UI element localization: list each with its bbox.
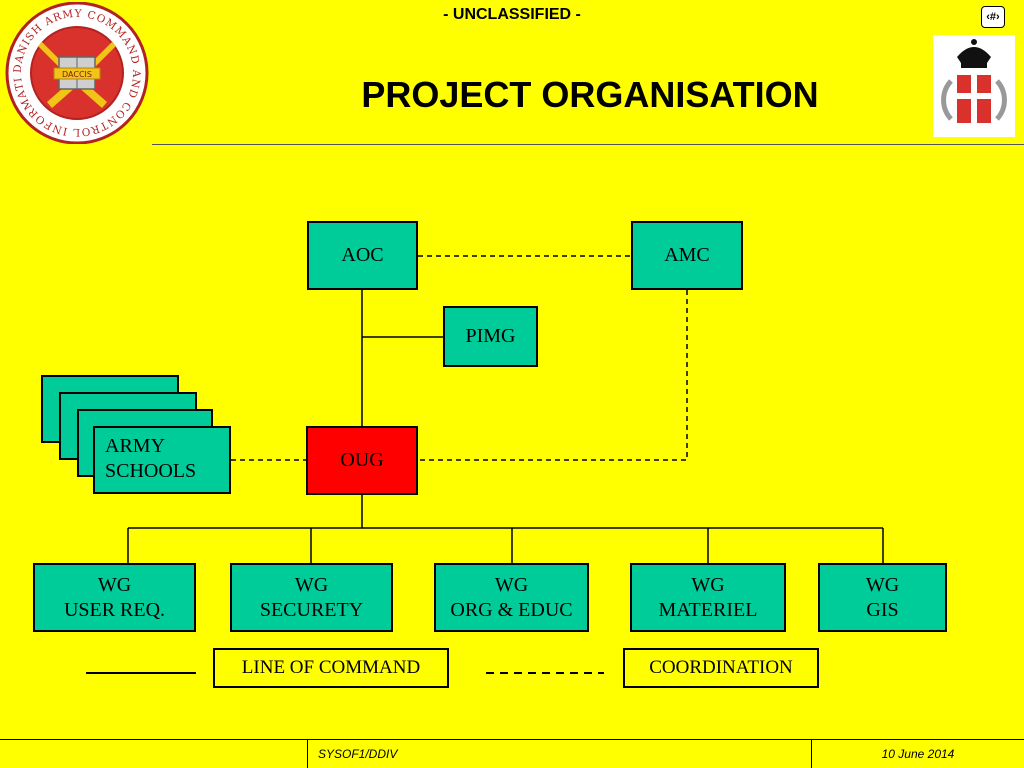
pimg-box: PIMG (443, 306, 538, 367)
footer-reference: SYSOF1/DDIV (318, 747, 398, 761)
daccis-seal-logo: DANISH ARMY COMMAND AND CONTROL INFORMAT… (2, 2, 149, 144)
amc-box: AMC (631, 221, 743, 290)
danish-defence-crown-logo (933, 35, 1015, 137)
page-title: PROJECT ORGANISATION (361, 74, 819, 115)
amc-oug-coordination-line (418, 290, 688, 461)
footer-right-cell: 10 June 2014 (811, 740, 1024, 768)
aoc-box: AOC (307, 221, 418, 290)
classification-label: - UNCLASSIFIED - (443, 6, 581, 23)
title-divider (152, 144, 1024, 145)
wg-securety-box: WG SECURETY (230, 563, 393, 632)
oug-box: OUG (306, 426, 418, 495)
legend-coordination: COORDINATION (623, 648, 819, 688)
legend-line-of-command-label: LINE OF COMMAND (241, 657, 421, 678)
footer-date: 10 June 2014 (881, 747, 955, 761)
army-schools-label: ARMY SCHOOLS (105, 435, 197, 482)
wg-gis-label: WG GIS (865, 573, 900, 621)
svg-text:DACCIS: DACCIS (62, 70, 92, 79)
footer-center-cell: SYSOF1/DDIV (307, 740, 811, 768)
legend-coordination-label: COORDINATION (649, 657, 793, 678)
amc-label: AMC (664, 244, 710, 266)
wg-user-req-box: WG USER REQ. (33, 563, 196, 632)
wg-materiel-box: WG MATERIEL (630, 563, 786, 632)
wg-user-req-label: WG USER REQ. (63, 573, 166, 621)
footer-bar: SYSOF1/DDIV 10 June 2014 (0, 739, 1024, 768)
wg-org-educ-label: WG ORG & EDUC (450, 573, 573, 621)
wg-org-educ-box: WG ORG & EDUC (434, 563, 589, 632)
wg-securety-label: WG SECURETY (259, 573, 364, 621)
legend-line-of-command: LINE OF COMMAND (213, 648, 449, 688)
pimg-label: PIMG (465, 325, 516, 347)
wg-materiel-label: WG MATERIEL (658, 573, 758, 621)
aoc-label: AOC (341, 244, 384, 266)
oug-label: OUG (340, 449, 384, 471)
army-schools-box: ARMY SCHOOLS (93, 426, 231, 494)
wg-gis-box: WG GIS (818, 563, 947, 632)
slide-number: ‹#› (981, 6, 1005, 28)
